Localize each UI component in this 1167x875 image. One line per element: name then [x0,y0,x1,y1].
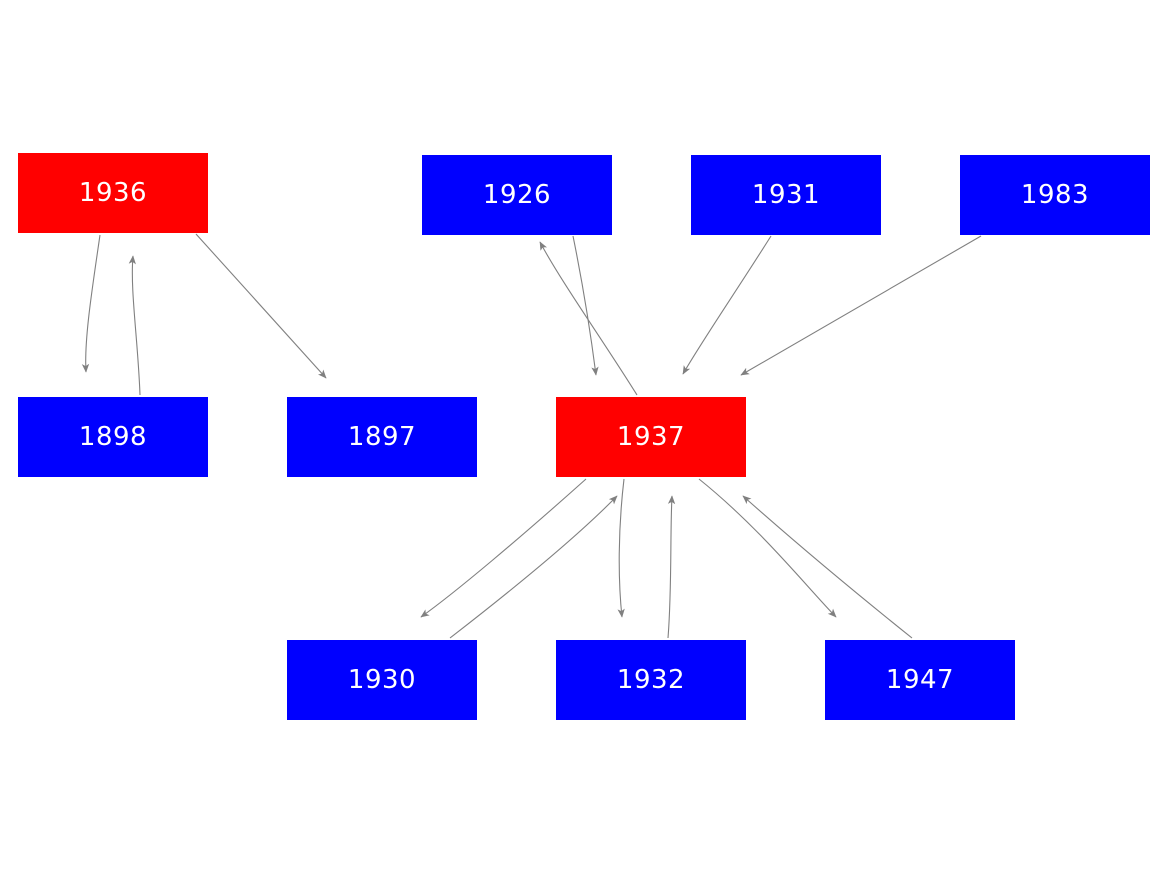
graph-node-1898[interactable]: 1898 [18,397,208,477]
graph-edge [667,495,676,639]
graph-node-1897[interactable]: 1897 [287,397,477,477]
graph-node-label: 1932 [616,665,686,695]
graph-node-label: 1930 [347,665,417,695]
graph-node-label: 1937 [616,422,686,452]
graph-edge [128,255,141,396]
graph-node-label: 1897 [347,422,417,452]
graph-node-label: 1926 [482,180,552,210]
graph-edge [420,478,587,618]
graph-edge [81,234,101,373]
graph-node-label: 1936 [78,178,148,208]
graph-node-label: 1898 [78,422,148,452]
graph-node-1937[interactable]: 1937 [556,397,746,477]
graph-node-label: 1947 [885,665,955,695]
graph-edge [539,241,638,396]
graph-edge [742,495,913,639]
graph-edge [572,235,599,376]
graph-edge [617,478,625,618]
graph-node-1936[interactable]: 1936 [18,153,208,233]
graph-node-1983[interactable]: 1983 [960,155,1150,235]
graph-edge [195,233,327,379]
graph-node-label: 1931 [751,180,821,210]
graph-edge [698,478,837,618]
graph-node-label: 1983 [1020,180,1090,210]
graph-edge [740,235,982,376]
graph-edge [682,235,772,375]
graph-node-1930[interactable]: 1930 [287,640,477,720]
graph-edge [449,495,618,639]
graph-node-1926[interactable]: 1926 [422,155,612,235]
graph-node-1932[interactable]: 1932 [556,640,746,720]
graph-node-1947[interactable]: 1947 [825,640,1015,720]
edges-group [81,233,982,639]
graph-node-1931[interactable]: 1931 [691,155,881,235]
